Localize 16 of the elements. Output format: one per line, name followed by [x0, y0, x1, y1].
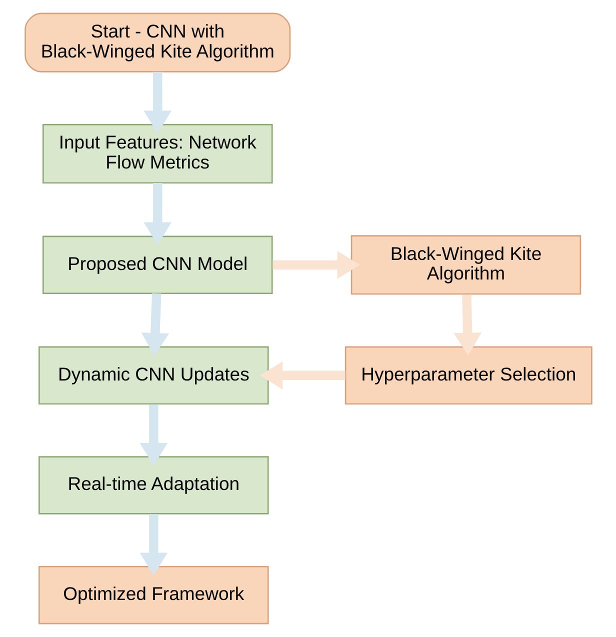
node-box: Start - CNN with Black-Winged Kite Algorithm [24, 12, 290, 72]
arrow [140, 293, 169, 356]
node-box: Optimized Framework [38, 566, 268, 624]
arrow [143, 183, 172, 245]
arrow [143, 72, 172, 134]
arrow [272, 250, 360, 279]
arrow [139, 514, 168, 576]
node-box: Input Features: Network Flow Metrics [42, 124, 272, 184]
node-box: Real-time Adaptation [38, 456, 268, 514]
arrow [453, 294, 482, 356]
node-box: Black-Winged Kite Algorithm [350, 235, 581, 295]
arrow [259, 361, 345, 390]
node-box: Dynamic CNN Updates [38, 346, 268, 405]
node-box: Proposed CNN Model [42, 236, 272, 294]
arrow [139, 404, 168, 466]
node-box: Hyperparameter Selection [344, 346, 592, 405]
